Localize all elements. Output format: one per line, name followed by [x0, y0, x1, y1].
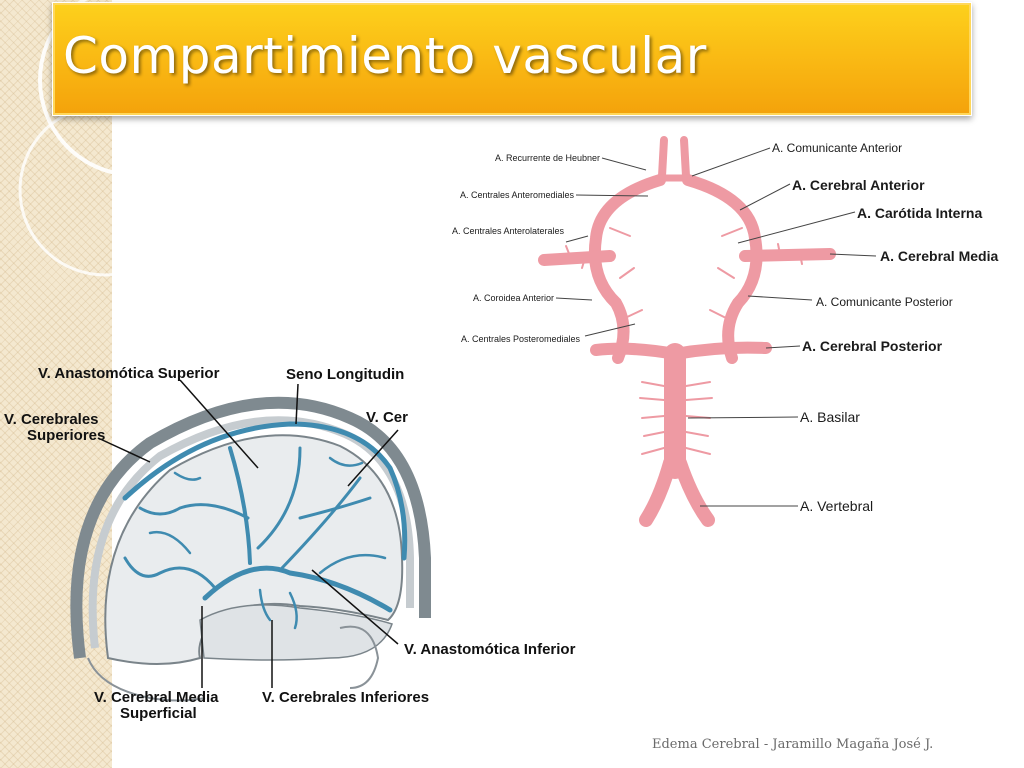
ear-area	[339, 625, 380, 689]
label-cerebral-anterior: A. Cerebral Anterior	[792, 177, 925, 193]
label-centrales-anterolaterales: A. Centrales Anterolaterales	[452, 226, 565, 236]
label-cerebral-posterior: A. Cerebral Posterior	[802, 338, 943, 354]
title-bar: Compartimiento vascular	[52, 2, 972, 116]
label-centrales-posteromediales: A. Centrales Posteromediales	[461, 334, 581, 344]
leader-lines	[555, 147, 877, 507]
label-cerebrales-inferiores: V. Cerebrales Inferiores	[262, 689, 429, 706]
label-comunicante-anterior: A. Comunicante Anterior	[772, 141, 902, 155]
label-anastomotica-inferior: V. Anastomótica Inferior	[404, 641, 576, 658]
slide-title: Compartimiento vascular	[63, 27, 707, 85]
label-v-cer: V. Cer	[366, 409, 408, 426]
label-vertebral: A. Vertebral	[800, 498, 873, 514]
label-seno-longitudinal: Seno Longitudin	[286, 366, 404, 383]
label-cerebral-media-1: V. Cerebral Media	[94, 689, 219, 706]
label-carotida-interna: A. Carótida Interna	[857, 205, 982, 221]
label-comunicante-posterior: A. Comunicante Posterior	[816, 295, 953, 309]
label-cerebrales-superiores-2: Superiores	[27, 427, 105, 444]
label-cerebral-media-2: Superficial	[120, 705, 197, 722]
decorative-strip	[0, 0, 112, 768]
label-cerebral-media: A. Cerebral Media	[880, 248, 998, 264]
artery-structure	[538, 136, 836, 527]
label-anastomotica-superior: V. Anastomótica Superior	[38, 365, 220, 382]
slide-footer: Edema Cerebral - Jaramillo Magaña José J…	[652, 737, 934, 752]
label-centrales-anteromediales: A. Centrales Anteromediales	[460, 190, 575, 200]
face-area	[87, 657, 206, 702]
veins	[122, 421, 408, 630]
label-cerebrales-superiores-1: V. Cerebrales	[4, 411, 99, 428]
cerebral-veins-diagram: V. Anastomótica Superior Seno Longitudin…	[4, 365, 576, 722]
circle-of-willis-diagram: A. Recurrente de Heubner A. Centrales An…	[452, 136, 998, 527]
label-recurrente-heubner: A. Recurrente de Heubner	[495, 153, 600, 163]
label-basilar: A. Basilar	[800, 409, 860, 425]
label-coroidea-anterior: A. Coroidea Anterior	[473, 293, 554, 303]
vein-leader-lines	[97, 379, 399, 688]
